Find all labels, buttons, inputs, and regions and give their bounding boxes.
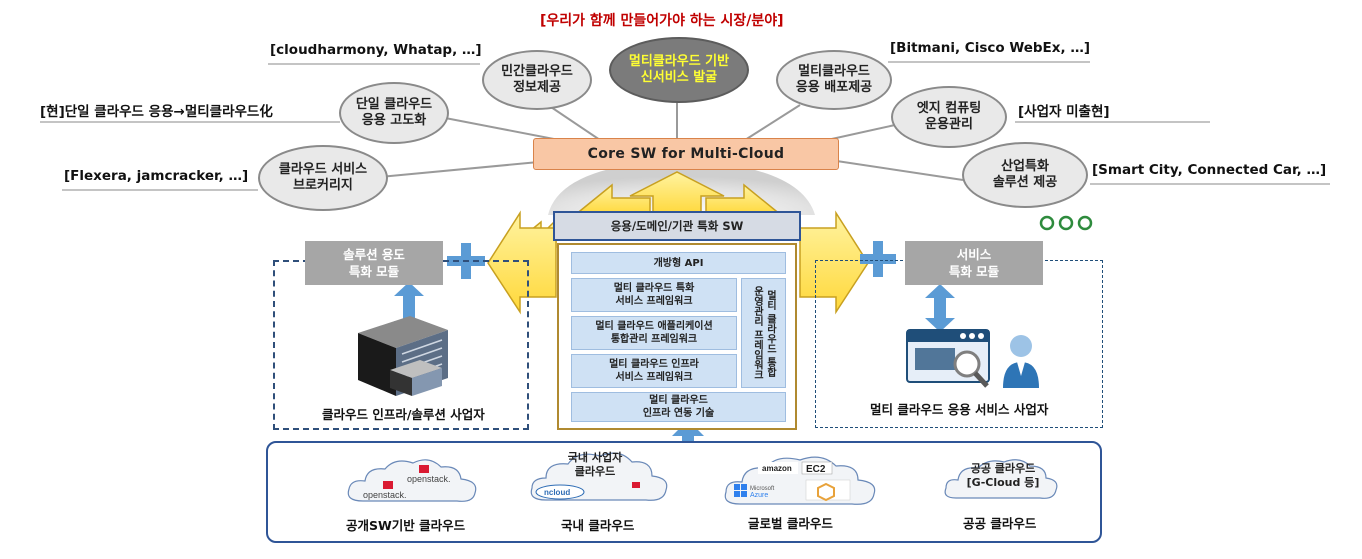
- service-user-icon: [906, 329, 1039, 388]
- caption-public-cloud: 공공 클라우드: [963, 516, 1037, 531]
- bubble-multi-deploy: 멀티클라우드 응용 배포제공: [776, 50, 892, 110]
- note-operator: [사업자 미출현]: [1018, 104, 1110, 120]
- integrated-ops-box: 멀티 클라우드 통합 운영관리 프레임워크: [741, 278, 786, 388]
- market-title: [우리가 함께 만들어가야 하는 시장/분야]: [540, 13, 784, 29]
- domestic-cloud-icon: ncloud: [530, 452, 668, 501]
- infra-link-box: 멀티 클라우드 인프라 연동 기술: [571, 392, 786, 422]
- app-framework-box: 멀티 클라우드 애플리케이션 통합관리 프레임워크: [571, 316, 737, 350]
- note-bitmani: [Bitmani, Cisco WebEx, …]: [890, 40, 1090, 56]
- public-cloud-icon: [944, 459, 1058, 499]
- caption-opensource-cloud: 공개SW기반 클라우드: [346, 518, 466, 533]
- yellow-arrows: [487, 171, 869, 315]
- service-module-box: 서비스 특화 모듈: [905, 241, 1043, 285]
- bubble-private-cloud: 민간클라우드 정보제공: [482, 50, 592, 110]
- svg-text:Azure: Azure: [750, 492, 768, 499]
- public-cloud-label: 공공 클라우드 [G-Cloud 등]: [966, 462, 1040, 489]
- domain-sw-header: 응용/도메인/기관 특화 SW: [553, 211, 801, 241]
- solution-module-box: 솔루션 용도 특화 모듈: [305, 241, 443, 285]
- caption-global-cloud: 글로벌 클라우드: [748, 516, 833, 531]
- bubble-edge: 엣지 컴퓨팅 운용관리: [891, 86, 1007, 148]
- service-framework-box: 멀티 클라우드 특화 서비스 프레임워크: [571, 278, 737, 312]
- svg-text:Microsoft: Microsoft: [750, 486, 775, 492]
- note-single-to-multi: [현]단일 클라우드 응용→멀티클라우드化: [40, 104, 273, 120]
- note-cloudharmony: [cloudharmony, Whatap, …]: [270, 42, 482, 58]
- svg-text:ncloud: ncloud: [544, 488, 570, 497]
- amazon-text: amazon: [762, 464, 792, 473]
- core-sw-box: Core SW for Multi-Cloud: [533, 138, 839, 170]
- ec2-text: EC2: [806, 464, 826, 475]
- ellipsis-circles: [1039, 215, 1093, 231]
- note-smart-city: [Smart City, Connected Car, …]: [1092, 162, 1327, 178]
- bubble-single-cloud: 단일 클라우드 응용 고도화: [339, 82, 449, 144]
- bubble-industry: 산업특화 솔루션 제공: [962, 142, 1088, 208]
- infra-framework-box: 멀티 클라우드 인프라 서비스 프레임워크: [571, 354, 737, 388]
- left-caption: 클라우드 인프라/솔루션 사업자: [322, 407, 485, 422]
- domestic-provider-label: 국내 사업자 클라우드: [567, 451, 623, 478]
- bubble-brokerage: 클라우드 서비스 브로커리지: [258, 145, 388, 211]
- right-caption: 멀티 클라우드 응용 서비스 사업자: [870, 402, 1049, 417]
- open-api-box: 개방형 API: [571, 252, 786, 274]
- openstack-logo-text-1: openstack.: [407, 474, 451, 484]
- openstack-logo-text-2: openstack.: [363, 490, 407, 500]
- global-cloud-icon: amazon EC2 Microsoft Azure: [724, 456, 876, 505]
- integrated-ops-label: 멀티 클라우드 통합 운영관리 프레임워크: [751, 286, 776, 380]
- caption-domestic-cloud: 국내 클라우드: [561, 518, 635, 533]
- note-flexera: [Flexera, jamcracker, …]: [64, 168, 249, 184]
- center-bubble-new-service: 멀티클라우드 기반 신서비스 발굴: [609, 37, 749, 103]
- openstack-cloud-icon: openstack. openstack.: [347, 459, 477, 502]
- building-icon: [358, 316, 448, 396]
